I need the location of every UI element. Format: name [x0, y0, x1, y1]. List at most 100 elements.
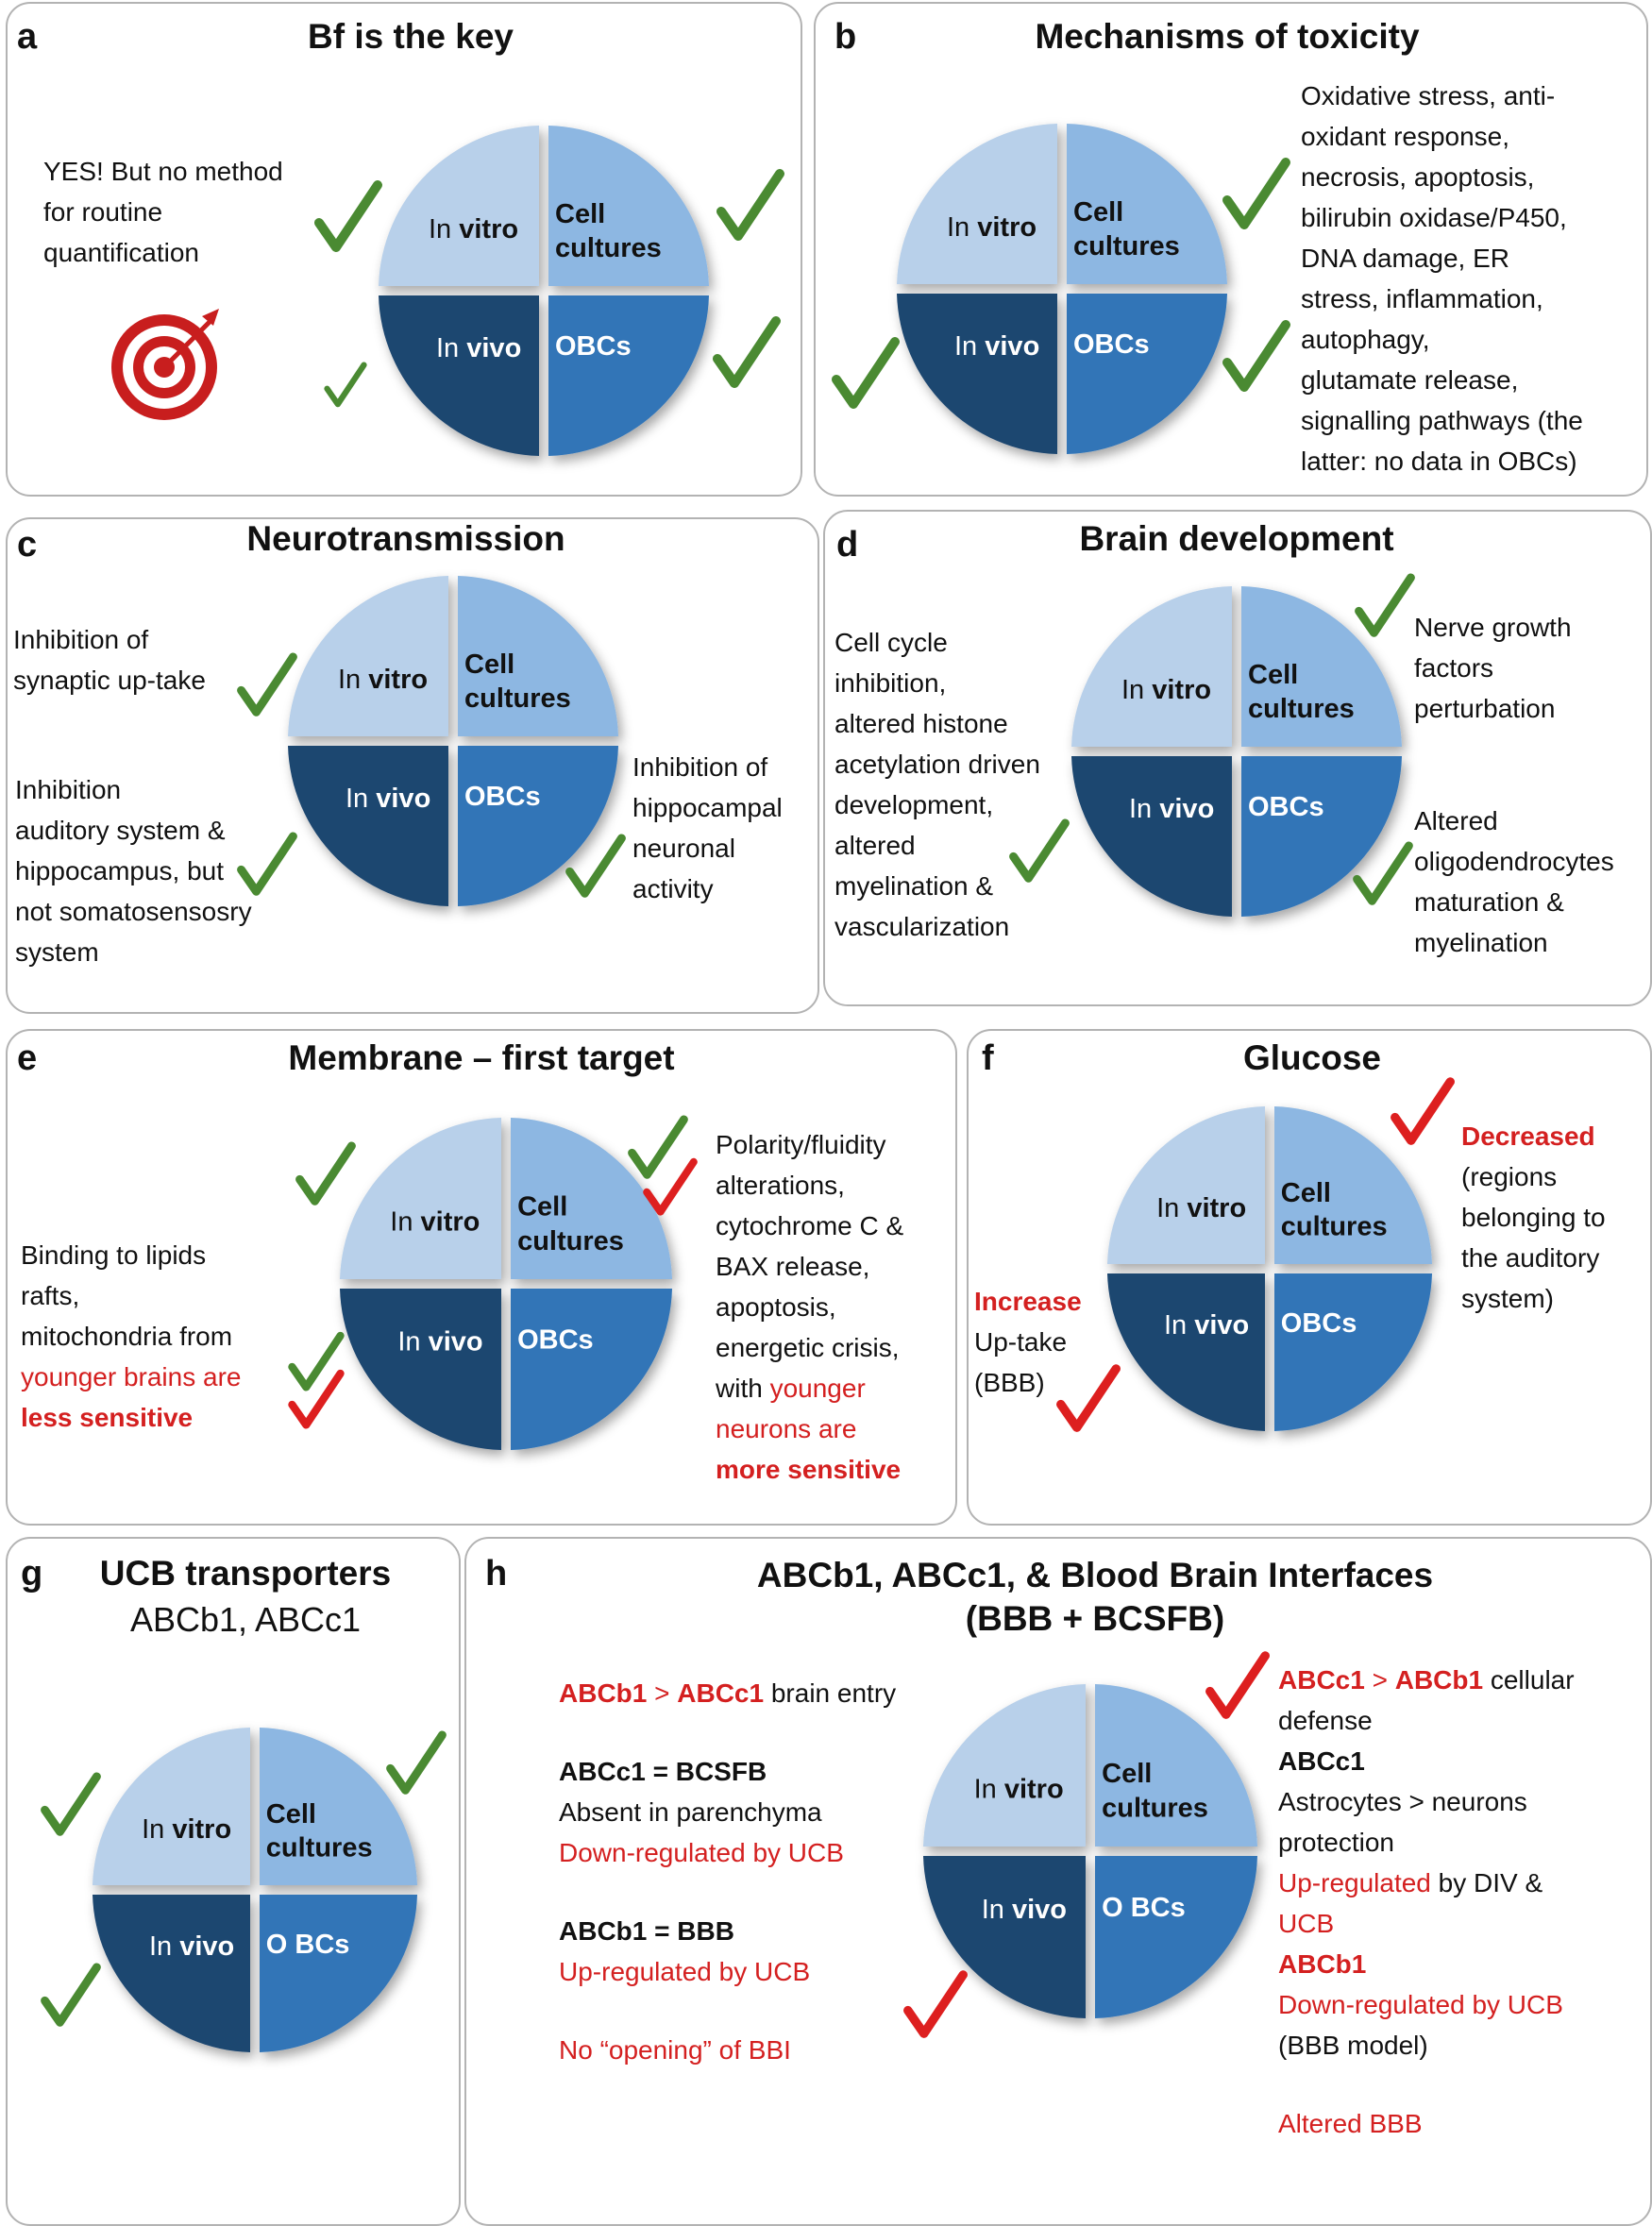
quadrant-obcs: [1241, 756, 1402, 917]
check-icon: [237, 832, 297, 896]
check-icon: [1353, 841, 1413, 905]
check-icon: [903, 1970, 968, 2038]
quadrant-cell-cultures: [1274, 1106, 1432, 1264]
label-in-vitro: In vitro: [390, 1207, 480, 1238]
panel-d-oligodendrocytes: Altered oligodendrocytes maturation & my…: [1414, 806, 1614, 957]
panel-c-synaptic: Inhibition of synaptic up-take: [13, 625, 206, 695]
label-in-vivo: In vivo: [346, 784, 430, 814]
panel-subtitle: ABCb1, ABCc1: [129, 1600, 362, 1639]
label-obcs: OBCs: [517, 1324, 594, 1355]
check-icon: [1222, 158, 1290, 229]
quadrant-obcs: [1095, 1856, 1257, 2018]
check-icon: [1056, 1364, 1121, 1432]
label-cultures: cultures: [1102, 1794, 1208, 1824]
label-obcs: OBCs: [1281, 1308, 1357, 1339]
panel-letter: f: [982, 1038, 994, 1078]
quadrant-in-vivo: [93, 1895, 250, 2052]
panel-f-decreased: Decreased (regions belonging to the audi…: [1461, 1121, 1606, 1313]
label-obcs: OBCs: [1073, 329, 1150, 360]
quadrant-in-vivo: [288, 746, 448, 906]
panel-e-lipids: Binding to lipids rafts, mitochondria fr…: [21, 1240, 242, 1432]
label-cell: Cell: [266, 1799, 316, 1830]
panel-b-mechanisms: Oxidative stress, anti- oxidant response…: [1301, 81, 1583, 476]
panel-title: Bf is the key: [308, 17, 514, 56]
quadrant-obcs: [1274, 1273, 1432, 1431]
label-cell: Cell: [517, 1192, 567, 1223]
quadrant-cell-cultures: [1241, 586, 1402, 747]
quadrant-obcs: [511, 1289, 672, 1450]
quadrant-in-vitro: [93, 1728, 250, 1885]
panel-d-cell-cycle: Cell cycle inhibition, altered histone a…: [834, 628, 1040, 941]
panel-title: Glucose: [1243, 1038, 1381, 1077]
quadrant-obcs: [1067, 294, 1227, 454]
label-cultures: cultures: [1248, 694, 1355, 724]
label-cultures: cultures: [464, 683, 571, 714]
label-in-vivo: In vivo: [436, 333, 521, 363]
quadrant-obcs: [260, 1895, 417, 2052]
label-in-vivo: In vivo: [149, 1931, 234, 1962]
label-in-vitro: In vitro: [142, 1814, 231, 1845]
panel-letter: c: [17, 525, 38, 565]
quadrant-in-vitro: [923, 1684, 1086, 1847]
quadrant-cell-cultures: [458, 576, 618, 736]
target-icon: [111, 309, 219, 420]
panel-d-nerve-growth: Nerve growth factors perturbation: [1414, 613, 1572, 723]
panel-title: ABCb1, ABCc1, & Blood Brain Interfaces: [756, 1556, 1434, 1594]
quadrant-cell-cultures: [1095, 1684, 1257, 1847]
check-icon: [1222, 320, 1290, 392]
panel-title: Brain development: [1079, 519, 1394, 558]
label-cell: Cell: [1102, 1759, 1152, 1789]
check-icon: [314, 180, 382, 252]
quadrant-in-vivo: [923, 1856, 1086, 2018]
panel-title: Neurotransmission: [246, 519, 565, 558]
check-icon: [288, 1331, 345, 1391]
label-cultures: cultures: [1073, 231, 1180, 261]
panel-h-right-notes: ABCc1 > ABCb1 cellular defense ABCc1 Ast…: [1278, 1665, 1575, 2138]
panel-title: UCB transporters: [99, 1554, 392, 1593]
label-in-vitro: In vitro: [1121, 675, 1211, 705]
check-icon: [628, 1115, 688, 1179]
label-in-vitro: In vitro: [338, 665, 428, 695]
panel-letter: e: [17, 1038, 38, 1078]
panel-letter: d: [836, 525, 859, 565]
quadrant-in-vivo: [1071, 756, 1232, 917]
label-in-vivo: In vivo: [397, 1326, 482, 1357]
panel-letter: b: [834, 17, 857, 57]
label-cell: Cell: [1073, 197, 1123, 228]
check-icon: [643, 1157, 698, 1216]
quadrant-in-vitro: [1071, 586, 1232, 747]
check-icon: [713, 316, 781, 388]
label-in-vivo: In vivo: [982, 1895, 1067, 1925]
label-cultures: cultures: [555, 233, 662, 263]
panel-h-left-notes: ABCb1 > ABCc1 brain entry ABCc1 = BCSFB …: [559, 1678, 897, 2065]
check-icon: [1355, 573, 1415, 637]
label-cell: Cell: [1281, 1178, 1331, 1208]
panel-title: Membrane – first target: [288, 1038, 675, 1077]
label-cultures: cultures: [517, 1226, 624, 1256]
quadrant-in-vitro: [897, 124, 1057, 284]
check-icon: [716, 169, 784, 241]
label-obcs: O BCs: [266, 1930, 350, 1960]
panel-letter: a: [17, 17, 38, 57]
panel-title: Mechanisms of toxicity: [1035, 17, 1420, 56]
label-cell: Cell: [555, 199, 605, 229]
quadrant-in-vivo: [1107, 1273, 1265, 1431]
check-icon: [1009, 818, 1070, 883]
label-in-vivo: In vivo: [1164, 1310, 1249, 1341]
panel-a-note: YES! But no method for routine quantific…: [43, 157, 283, 267]
label-in-vivo: In vivo: [1129, 794, 1214, 824]
quadrant-in-vitro: [379, 126, 539, 286]
quadrant-cell-cultures: [260, 1728, 417, 1885]
quadrant-in-vitro: [1107, 1106, 1265, 1264]
check-icon: [288, 1369, 345, 1429]
check-icon: [295, 1141, 356, 1206]
label-cell: Cell: [1248, 660, 1298, 690]
label-in-vitro: In vitro: [974, 1774, 1064, 1804]
quadrant-in-vivo: [340, 1289, 501, 1450]
panel-f-increase: Increase Up-take (BBB): [974, 1287, 1082, 1397]
